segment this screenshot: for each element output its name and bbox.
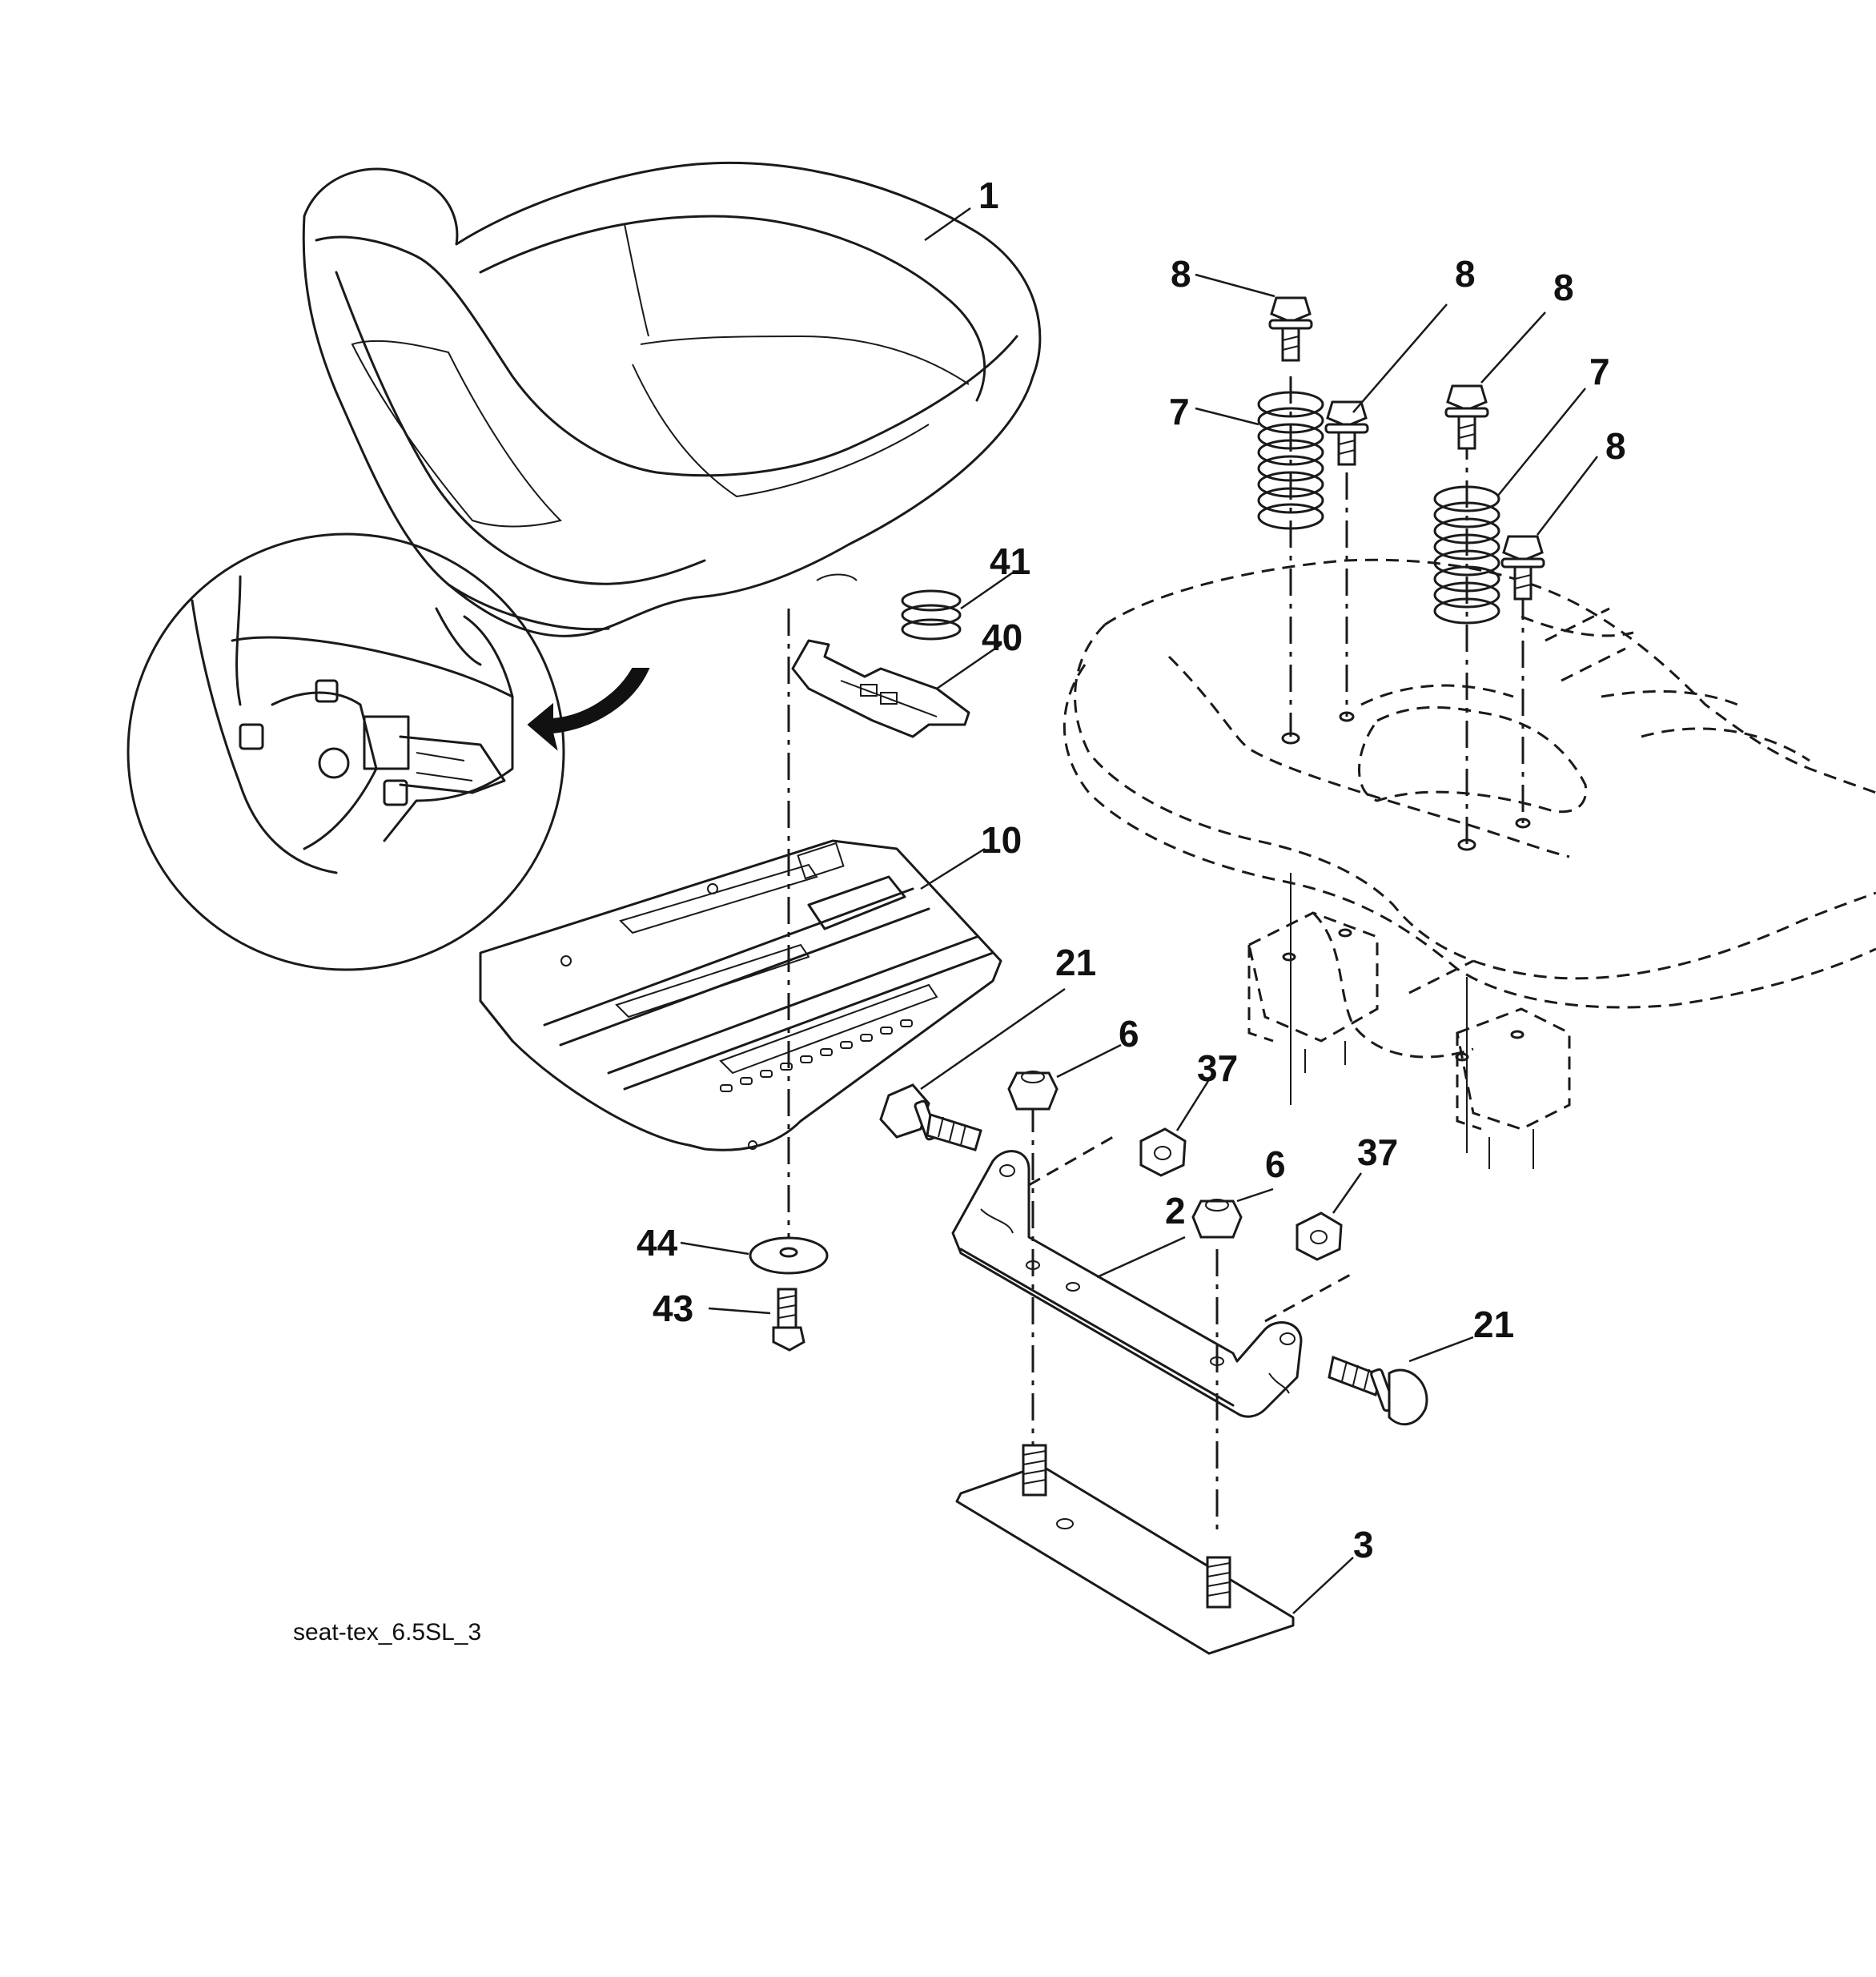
- callout-7-left: 7: [1169, 391, 1190, 432]
- nut-right: [1191, 1199, 1243, 1239]
- callout-37-left: 37: [1197, 1047, 1238, 1089]
- callout-6-right: 6: [1265, 1143, 1286, 1185]
- callout-2: 2: [1165, 1190, 1186, 1232]
- callout-1: 1: [978, 175, 999, 216]
- washer: [749, 1236, 829, 1275]
- spring-right: [1433, 485, 1500, 625]
- callout-8-d: 8: [1605, 425, 1626, 467]
- bracket-guides: [1028, 1105, 1354, 1537]
- plate: [955, 1444, 1295, 1655]
- callout-10: 10: [981, 819, 1022, 861]
- plate-stud-left: [1022, 1444, 1047, 1497]
- bolt-right: [1328, 1355, 1428, 1426]
- callout-21-right: 21: [1473, 1304, 1514, 1345]
- nut37-left: [1139, 1127, 1187, 1177]
- axis-lines: [1289, 376, 1525, 1153]
- callout-21-left: 21: [1055, 942, 1096, 983]
- screw-c: [1444, 384, 1489, 450]
- diagram-caption: seat-tex_6.5SL_3: [293, 1619, 481, 1645]
- callout-8-c: 8: [1553, 267, 1574, 308]
- nut-left: [1007, 1071, 1059, 1111]
- detail-magnifier: [127, 532, 565, 971]
- callout-44: 44: [637, 1222, 678, 1264]
- spring-left: [1257, 391, 1324, 530]
- bracket: [951, 1150, 1303, 1418]
- nut37-right: [1296, 1212, 1343, 1261]
- seat-pan: [479, 839, 1002, 1151]
- callout-40: 40: [982, 617, 1022, 658]
- screw-a: [1268, 296, 1313, 362]
- seat: [302, 161, 1042, 637]
- callout-8-a: 8: [1171, 253, 1191, 295]
- callout-43: 43: [653, 1288, 693, 1329]
- leader-lines: [680, 207, 1598, 1614]
- callout-labels: 1 8 8 8 8 7 7 41 40 10 21 6 37 6 37 2 21…: [637, 175, 1626, 1565]
- small-spring: [901, 589, 962, 641]
- callout-3: 3: [1353, 1524, 1374, 1565]
- bolt-left: [879, 1083, 982, 1151]
- screw-d: [1500, 535, 1545, 601]
- clip: [791, 639, 970, 738]
- callout-6-left: 6: [1119, 1013, 1139, 1055]
- plate-stud-right: [1206, 1556, 1231, 1609]
- callout-41: 41: [990, 540, 1030, 582]
- screw-b: [1324, 400, 1369, 466]
- callout-8-b: 8: [1455, 253, 1476, 295]
- pan-slot-row: [720, 1019, 913, 1092]
- callout-37-right: 37: [1357, 1131, 1398, 1173]
- detail-arrow-icon: [527, 668, 650, 751]
- frame-outline: [1063, 558, 1876, 1169]
- callout-7-right: 7: [1589, 351, 1610, 392]
- small-screw: [772, 1288, 805, 1352]
